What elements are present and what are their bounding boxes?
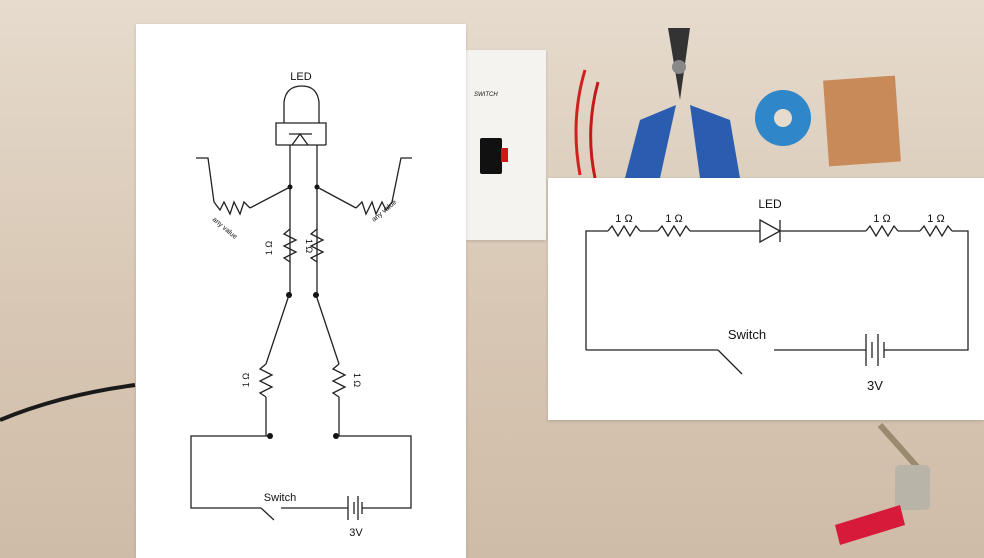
right-resistor-1 — [607, 224, 641, 238]
right-resistor-1-label: 1 Ω — [615, 213, 632, 225]
right-resistor-3 — [865, 224, 899, 238]
right-led-symbol — [759, 218, 782, 244]
right-arm-resistor — [355, 200, 393, 216]
body-resistor-right-label: 1 Ω — [304, 239, 314, 254]
right-switch-symbol — [717, 349, 743, 375]
wire-cutters — [625, 28, 740, 178]
left-switch-label: Switch — [264, 492, 296, 504]
right-circuit-card: 1 Ω 1 Ω LED 1 Ω 1 Ω Switch 3V — [548, 178, 984, 420]
leg-resistor-right — [331, 363, 347, 398]
switch-card: SWITCH — [466, 50, 546, 240]
left-circuit-diagram: LED any value any value 1 Ω 1 Ω — [190, 71, 412, 539]
right-switch-label: Switch — [728, 327, 766, 342]
left-arm-resistor — [213, 200, 251, 216]
left-led-symbol — [275, 85, 327, 146]
body-resistor-left-label: 1 Ω — [264, 241, 274, 256]
red-wire-2 — [589, 81, 600, 179]
body-resistor-left — [282, 228, 298, 263]
switch-card-label: SWITCH — [474, 92, 498, 98]
solder-spool — [755, 90, 811, 146]
leg-resistor-left — [258, 363, 274, 398]
perfboard — [823, 75, 901, 167]
red-wire-1 — [574, 69, 587, 176]
body-resistor-right — [309, 228, 325, 263]
left-battery-symbol — [347, 496, 363, 520]
left-arm-value-label: any value — [211, 216, 239, 241]
right-led-label: LED — [758, 197, 782, 211]
left-led-label: LED — [290, 71, 311, 83]
right-battery-label: 3V — [867, 378, 883, 393]
right-resistor-2-label: 1 Ω — [665, 213, 682, 225]
leg-resistor-left-label: 1 Ω — [241, 373, 251, 388]
black-cable — [0, 383, 136, 422]
right-resistor-4-label: 1 Ω — [927, 213, 944, 225]
rocker-switch — [480, 138, 502, 174]
leg-resistor-right-label: 1 Ω — [352, 373, 362, 388]
left-switch-symbol — [260, 507, 275, 521]
right-resistor-3-label: 1 Ω — [873, 213, 890, 225]
left-circuit-card: LED any value any value 1 Ω 1 Ω — [136, 24, 466, 558]
right-circuit-diagram: 1 Ω 1 Ω LED 1 Ω 1 Ω Switch 3V — [585, 197, 969, 393]
alligator-clip — [835, 423, 930, 545]
left-battery-label: 3V — [349, 527, 363, 539]
right-resistor-2 — [657, 224, 691, 238]
right-battery-symbol — [865, 334, 885, 366]
right-resistor-4 — [919, 224, 953, 238]
